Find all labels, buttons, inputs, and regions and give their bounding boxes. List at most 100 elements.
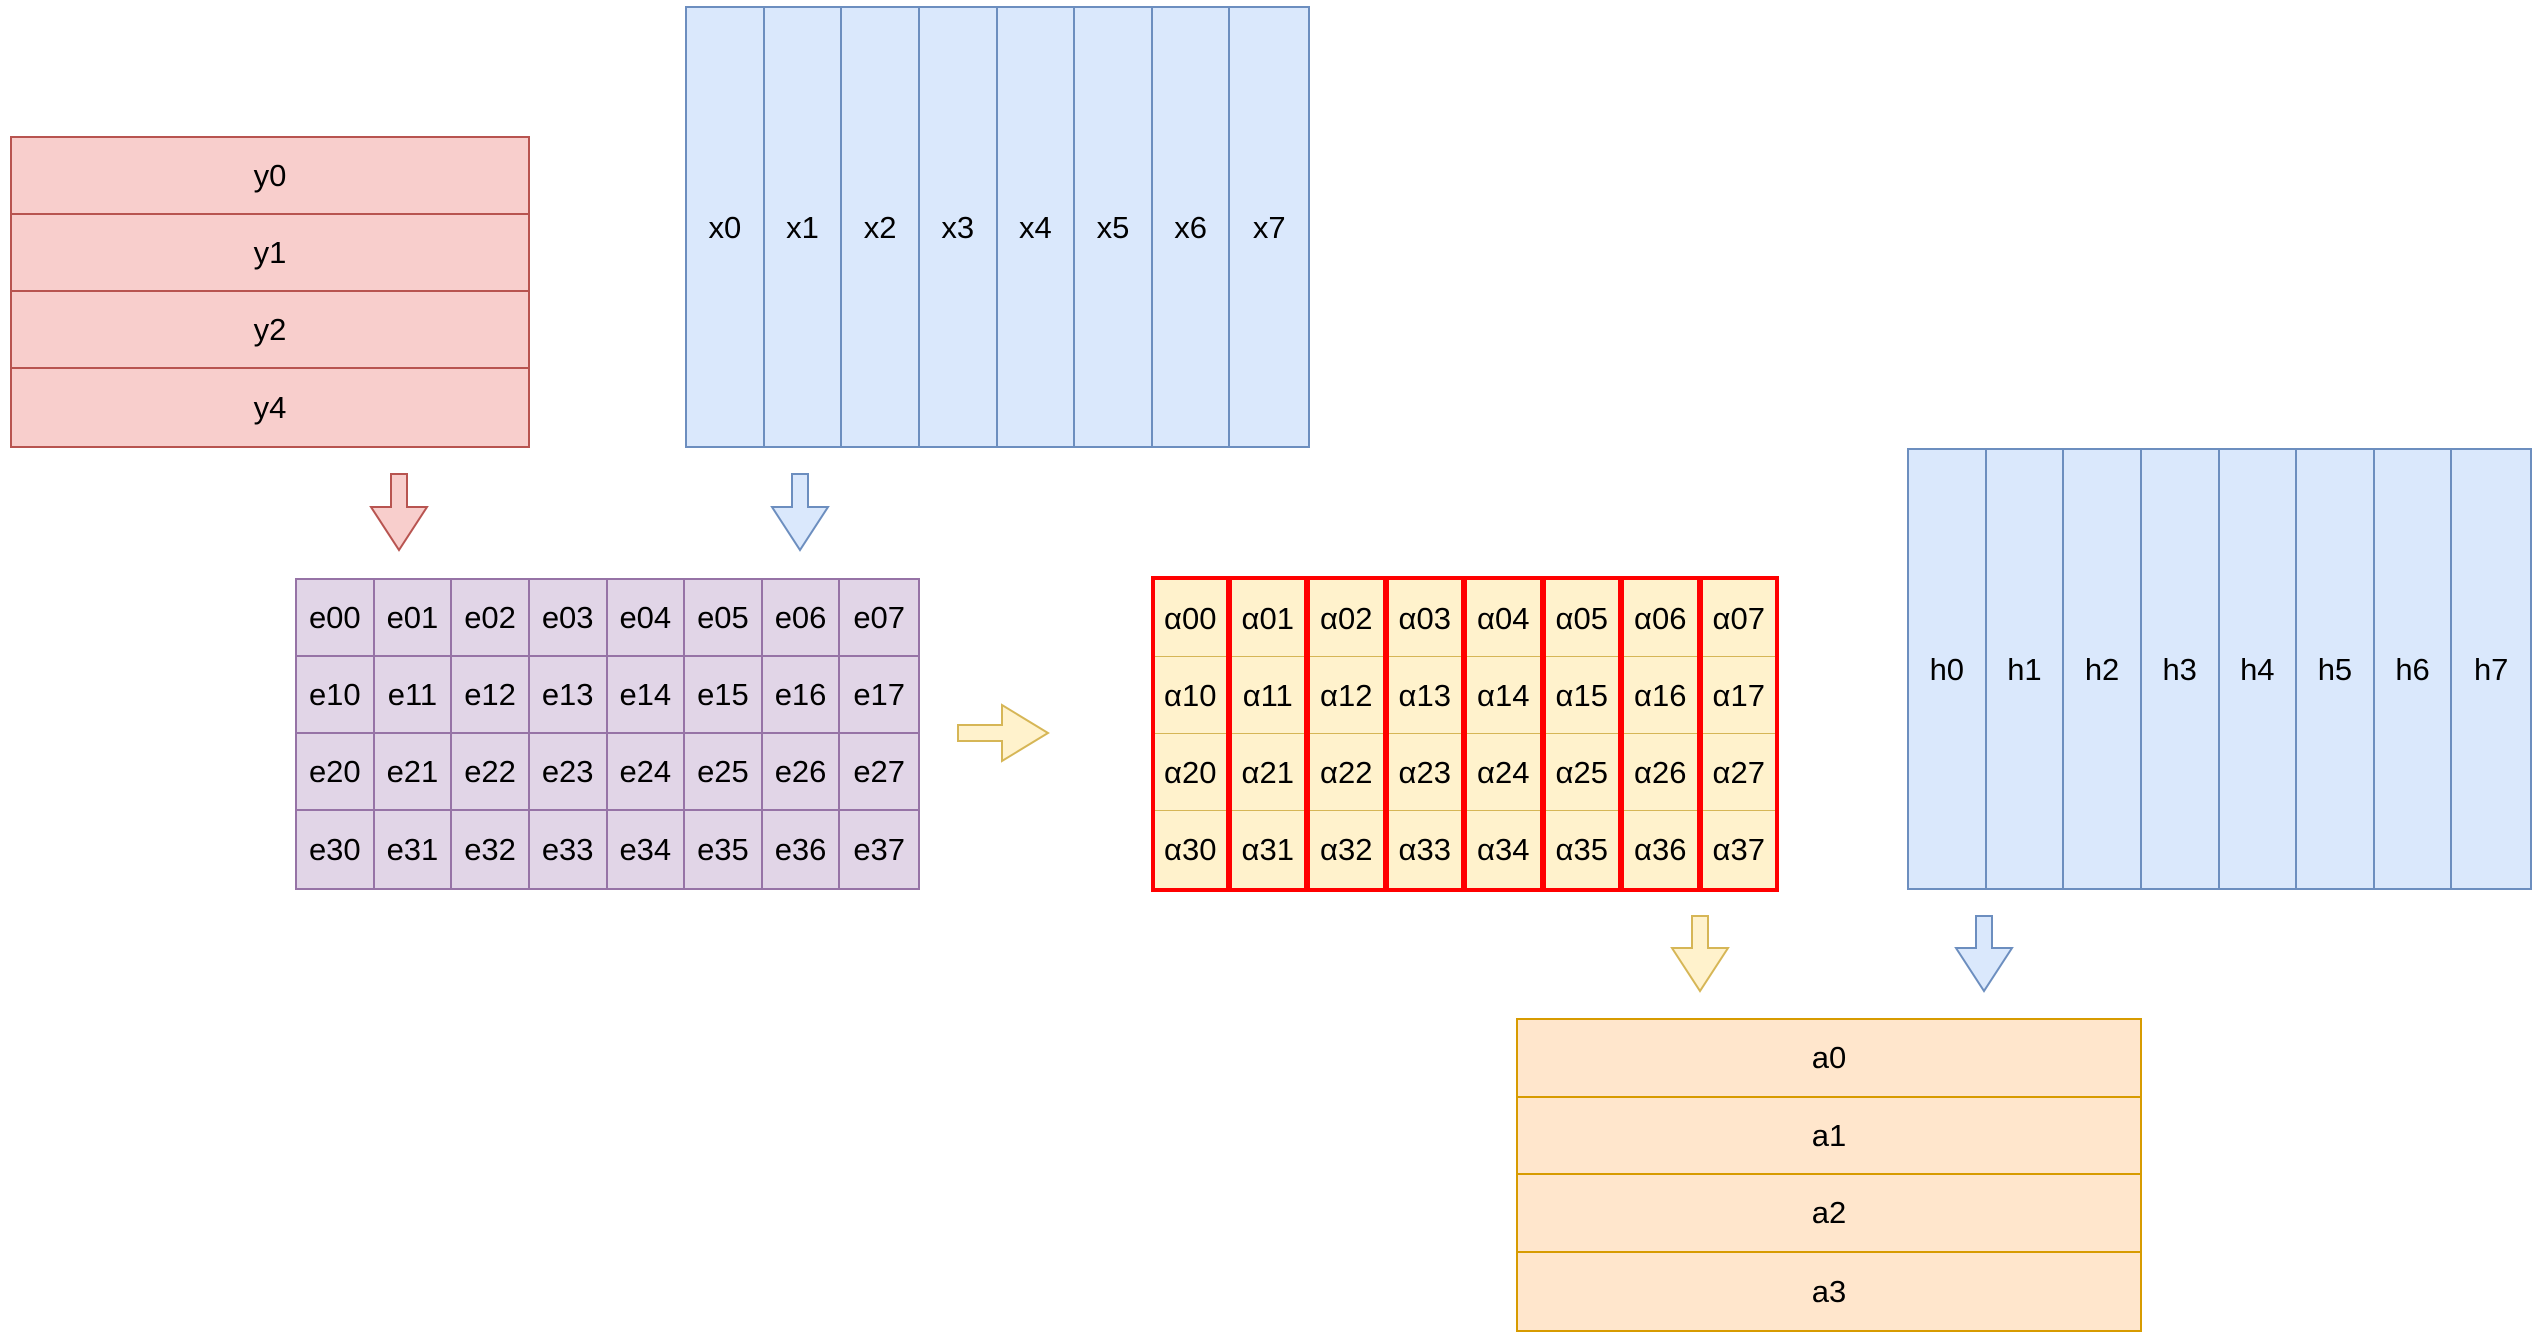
alpha-column: α05 α15 α25 α35 [1541, 576, 1622, 892]
alpha-column: α07 α17 α27 α37 [1698, 576, 1779, 892]
alpha-cell: α14 [1467, 657, 1540, 734]
alpha-cell: α27 [1702, 734, 1775, 811]
y-cell: y2 [12, 292, 528, 369]
alpha-cell: α30 [1164, 832, 1217, 867]
alpha-cell: α04 [1467, 580, 1540, 657]
alpha-column: α04 α14 α24 α34 [1463, 576, 1544, 892]
alpha-cell: α16 [1624, 657, 1697, 734]
e-cell: e17 [840, 657, 918, 734]
h-cell: h2 [2064, 450, 2142, 888]
x-cell: x2 [842, 8, 920, 446]
alpha-cell: α34 [1477, 832, 1530, 867]
alpha-cell: α13 [1388, 657, 1461, 734]
e-cell: e31 [375, 811, 453, 888]
h-cell: h0 [1909, 450, 1987, 888]
alpha-column: α06 α16 α26 α36 [1620, 576, 1701, 892]
alpha-cell: α35 [1555, 832, 1608, 867]
alpha-cell: α15 [1545, 657, 1618, 734]
h-vector: h0 h1 h2 h3 h4 h5 h6 h7 [1907, 448, 2532, 890]
e-cell: e27 [840, 734, 918, 811]
alpha-cell: α07 [1702, 580, 1775, 657]
e-cell: e11 [374, 657, 453, 734]
e-cell: e21 [374, 734, 453, 811]
e-cell: e20 [297, 734, 375, 811]
e-cell: e25 [685, 734, 763, 811]
h-cell: h1 [1987, 450, 2065, 888]
y-cell: y1 [12, 215, 528, 292]
a-cell: a1 [1518, 1098, 2140, 1175]
a-cell: a3 [1811, 1273, 1847, 1309]
alpha-cell: α06 [1624, 580, 1697, 657]
alpha-cell: α23 [1388, 734, 1461, 811]
alpha-cell: α24 [1467, 734, 1540, 811]
h-cell: h4 [2220, 450, 2298, 888]
e-cell: e26 [762, 734, 841, 811]
alpha-cell: α33 [1398, 832, 1451, 867]
e-cell: e07 [840, 580, 918, 657]
alpha-cell: α12 [1310, 657, 1383, 734]
e-cell: e23 [529, 734, 608, 811]
a-vector: a0 a1 a2 a3 [1516, 1018, 2142, 1332]
alpha-cell: α25 [1545, 734, 1618, 811]
y-vector: y0 y1 y2 y4 [10, 136, 530, 448]
alpha-cell: α37 [1712, 832, 1765, 867]
e-cell: e00 [297, 580, 375, 657]
e-cell: e16 [762, 657, 841, 734]
alpha-cell: α36 [1634, 832, 1687, 867]
arrow-e-to-alpha [957, 703, 1050, 763]
e-cell: e04 [607, 580, 686, 657]
e-cell: e05 [685, 580, 763, 657]
e-cell: e14 [607, 657, 686, 734]
alpha-cell: α31 [1241, 832, 1294, 867]
arrow-x-to-e [770, 473, 830, 552]
e-cell: e22 [452, 734, 530, 811]
alpha-cell: α22 [1310, 734, 1383, 811]
h-cell: h5 [2297, 450, 2375, 888]
e-cell: e10 [297, 657, 375, 734]
e-cell: e32 [452, 811, 530, 888]
alpha-cell: α26 [1624, 734, 1697, 811]
alpha-column: α01 α11 α21 α31 [1227, 576, 1308, 892]
alpha-cell: α01 [1231, 580, 1304, 657]
arrow-y-to-e [369, 473, 429, 552]
e-cell: e06 [762, 580, 841, 657]
alpha-cell: α10 [1155, 657, 1226, 734]
e-cell: e30 [297, 811, 375, 888]
e-cell: e13 [529, 657, 608, 734]
h-cell: h3 [2142, 450, 2220, 888]
h-cell: h6 [2375, 450, 2453, 888]
e-cell: e24 [607, 734, 686, 811]
a-cell: a0 [1518, 1020, 2140, 1098]
e-cell: e03 [529, 580, 608, 657]
y-cell: y0 [12, 138, 528, 215]
alpha-cell: α05 [1545, 580, 1618, 657]
x-cell: x5 [1075, 8, 1153, 446]
x-cell: x0 [687, 8, 765, 446]
e-cell: e12 [452, 657, 530, 734]
alpha-cell: α00 [1155, 580, 1226, 657]
alpha-column: α00 α10 α20 α30 [1151, 576, 1230, 892]
e-cell: e02 [452, 580, 530, 657]
e-cell: e33 [530, 811, 608, 888]
e-matrix: e00 e01 e02 e03 e04 e05 e06 e07 e10 e11 … [295, 578, 920, 890]
a-cell: a2 [1518, 1175, 2140, 1253]
alpha-cell: α21 [1231, 734, 1304, 811]
alpha-cell: α02 [1310, 580, 1383, 657]
alpha-cell: α17 [1702, 657, 1775, 734]
alpha-matrix: α00 α10 α20 α30 α01 α11 α21 α31 α02 α12 … [1151, 576, 1779, 892]
x-cell: x6 [1153, 8, 1231, 446]
h-cell: h7 [2473, 651, 2509, 687]
e-cell: e36 [763, 811, 841, 888]
alpha-column: α02 α12 α22 α32 [1306, 576, 1387, 892]
alpha-cell: α20 [1155, 734, 1226, 811]
e-cell: e37 [853, 832, 906, 867]
alpha-cell: α32 [1320, 832, 1373, 867]
alpha-column: α03 α13 α23 α33 [1384, 576, 1465, 892]
e-cell: e15 [685, 657, 763, 734]
x-cell: x3 [920, 8, 998, 446]
arrow-alpha-to-a [1670, 915, 1730, 993]
alpha-cell: α03 [1388, 580, 1461, 657]
x-vector: x0 x1 x2 x3 x4 x5 x6 x7 [685, 6, 1310, 448]
e-cell: e01 [374, 580, 453, 657]
e-cell: e34 [608, 811, 686, 888]
